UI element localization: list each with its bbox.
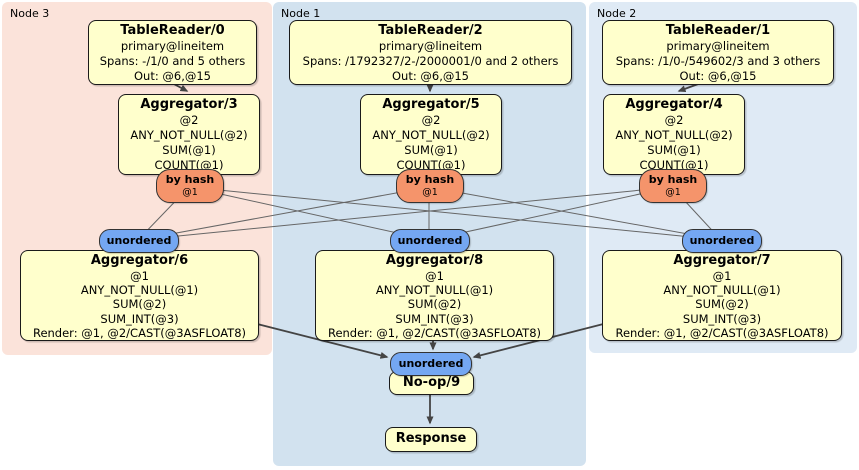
processor-line: SUM_INT(@3) <box>100 311 179 326</box>
aggregator-5-box: Aggregator/5 @2 ANY_NOT_NULL(@2) SUM(@1)… <box>360 94 502 175</box>
processor-line: SUM(@2) <box>112 297 167 312</box>
unordered-stream: unordered <box>390 229 470 253</box>
processor-line: SUM(@2) <box>695 297 749 312</box>
processor-render: Render: @1, @2/CAST(@3ASFLOAT8) <box>615 325 829 340</box>
node-region-label: Node 3 <box>10 7 50 20</box>
router-tag: @1 <box>182 187 198 198</box>
processor-line: ANY_NOT_NULL(@2) <box>372 128 490 142</box>
processor-render: Render: @1, @2/CAST(@3ASFLOAT8) <box>327 325 542 340</box>
by-hash-router: by hash @1 <box>396 169 464 203</box>
processor-index: primary@lineitem <box>378 39 483 53</box>
by-hash-router: by hash @1 <box>639 169 707 203</box>
tablereader-2-box: TableReader/2 primary@lineitem Spans: /1… <box>289 20 572 85</box>
processor-spans: Spans: /1792327/2-/2000001/0 and 2 other… <box>302 54 559 68</box>
mesh-edge <box>137 186 430 241</box>
processor-out: Out: @6,@15 <box>134 69 211 83</box>
processor-line: SUM(@1) <box>404 143 458 157</box>
response-box: Response <box>385 427 477 452</box>
by-hash-router: by hash @1 <box>156 169 224 203</box>
processor-title: TableReader/0 <box>120 23 225 38</box>
processor-line: COUNT(@1) <box>154 158 224 172</box>
processor-line: ANY_NOT_NULL(@1) <box>663 283 781 298</box>
processor-spans: Spans: -/1/0 and 5 others <box>99 54 246 68</box>
processor-line: SUM(@1) <box>647 143 701 157</box>
router-label: by hash <box>648 173 698 186</box>
processor-title: TableReader/1 <box>665 23 771 38</box>
tablereader-0-box: TableReader/0 primary@lineitem Spans: -/… <box>88 20 257 85</box>
aggregator-7-box: Aggregator/7 @1 ANY_NOT_NULL(@1) SUM(@2)… <box>602 250 842 341</box>
processor-line: @2 <box>664 113 684 127</box>
processor-line: ANY_NOT_NULL(@1) <box>375 283 494 298</box>
processor-render: Render: @1, @2/CAST(@3ASFLOAT8) <box>32 325 247 340</box>
processor-line: @1 <box>130 269 149 283</box>
processor-index: primary@lineitem <box>120 39 225 53</box>
aggregator-6-box: Aggregator/6 @1 ANY_NOT_NULL(@1) SUM(@2)… <box>20 250 259 341</box>
processor-line: ANY_NOT_NULL(@2) <box>130 128 248 142</box>
processor-title: Aggregator/7 <box>673 253 771 268</box>
processor-title: No-op/9 <box>402 375 461 390</box>
processor-line: @2 <box>179 113 199 127</box>
mesh-edge <box>428 186 673 241</box>
aggregator-8-box: Aggregator/8 @1 ANY_NOT_NULL(@1) SUM(@2)… <box>315 250 554 341</box>
tablereader-1-box: TableReader/1 primary@lineitem Spans: /1… <box>602 20 834 85</box>
router-tag: @1 <box>665 187 681 198</box>
router-tag: @1 <box>422 187 438 198</box>
processor-title: Aggregator/5 <box>382 97 480 112</box>
processor-title: Response <box>395 431 467 446</box>
processor-spans: Spans: /1/0-/549602/3 and 3 others <box>615 54 821 68</box>
unordered-stream: unordered <box>682 229 762 253</box>
router-label: by hash <box>405 173 455 186</box>
node-region-label: Node 1 <box>281 7 321 20</box>
processor-line: COUNT(@1) <box>396 158 466 172</box>
processor-line: COUNT(@1) <box>639 158 709 172</box>
processor-line: SUM_INT(@3) <box>395 311 474 326</box>
mesh-edge <box>188 186 722 241</box>
processor-title: Aggregator/3 <box>140 97 238 112</box>
processor-index: primary@lineitem <box>666 39 770 53</box>
processor-out: Out: @6,@15 <box>392 69 469 83</box>
processor-line: SUM(@1) <box>162 143 216 157</box>
node-region-label: Node 2 <box>597 7 637 20</box>
processor-line: SUM(@2) <box>407 297 462 312</box>
processor-title: TableReader/2 <box>378 23 483 38</box>
mesh-edge <box>137 186 673 241</box>
processor-line: ANY_NOT_NULL(@1) <box>80 283 199 298</box>
processor-line: ANY_NOT_NULL(@2) <box>615 128 733 142</box>
processor-title: Aggregator/6 <box>90 253 189 268</box>
mesh-edge <box>428 186 722 241</box>
processor-out: Out: @6,@15 <box>679 69 757 83</box>
processor-line: @1 <box>425 269 444 283</box>
processor-title: Aggregator/8 <box>385 253 484 268</box>
aggregator-4-box: Aggregator/4 @2 ANY_NOT_NULL(@2) SUM(@1)… <box>603 94 745 175</box>
processor-title: Aggregator/4 <box>625 97 723 112</box>
mesh-edge <box>188 186 430 241</box>
processor-line: SUM_INT(@3) <box>682 311 762 326</box>
aggregator-3-box: Aggregator/3 @2 ANY_NOT_NULL(@2) SUM(@1)… <box>118 94 260 175</box>
processor-line: @1 <box>712 269 732 283</box>
processor-line: @2 <box>421 113 441 127</box>
unordered-stream: unordered <box>99 229 179 253</box>
router-label: by hash <box>165 173 215 186</box>
unordered-stream: unordered <box>390 352 472 376</box>
